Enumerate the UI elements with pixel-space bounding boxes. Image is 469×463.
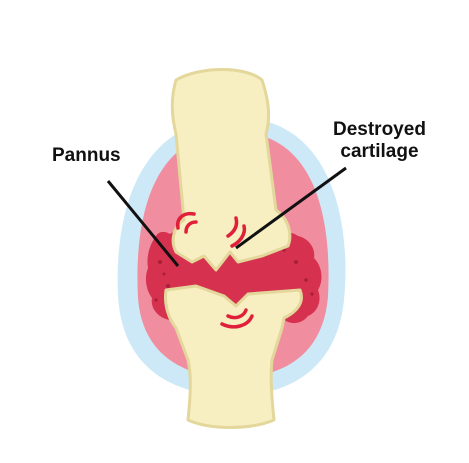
destroyed-cartilage-label-line2: cartilage (340, 141, 419, 162)
pannus-leader-line (106, 180, 180, 267)
upper-bone (170, 68, 292, 272)
cartilage-leader-line (235, 166, 347, 250)
pain-marks (175, 211, 254, 329)
lower-bone (164, 284, 303, 429)
pannus-label: Pannus (52, 145, 121, 166)
destroyed-cartilage-label-line1: Destroyed (333, 119, 426, 140)
destroyed-cartilage-label: Destroyed cartilage (333, 119, 426, 163)
